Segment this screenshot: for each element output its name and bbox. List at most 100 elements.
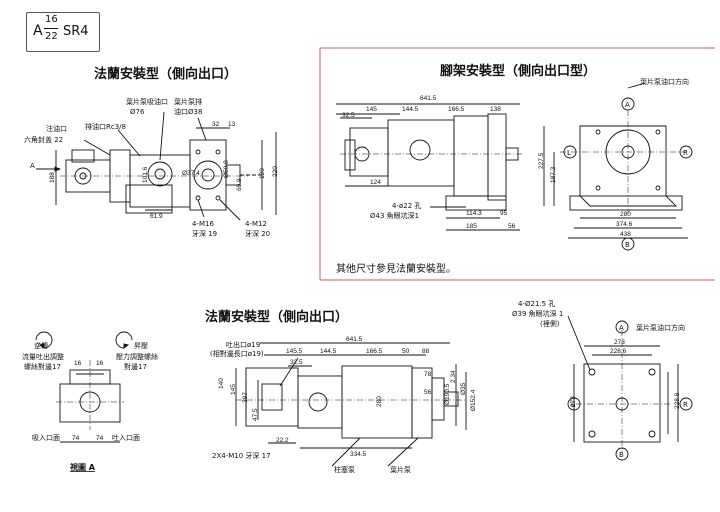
dim-220: 220 — [272, 166, 279, 177]
top-left-pump-drawing — [36, 111, 277, 221]
bottom-outlet-1: 吐出口ø19 — [226, 340, 260, 349]
view-a-press-2: 對邊17 — [124, 362, 147, 371]
inlet-label-1: 注油口 — [46, 124, 67, 133]
bottom-dim-47-5: 47.5 — [252, 408, 259, 421]
dim-37-4: Ø37.4 — [182, 170, 200, 177]
dim-188: 188 — [49, 172, 56, 183]
foot-dim-145: 145 — [366, 106, 377, 113]
foot-side-labels: 641.5 145 144.5 166.5 138 32.5 124 114.3… — [342, 95, 516, 230]
view-a-flow-2: 螺絲對邊17 — [24, 362, 61, 371]
bottom-vane: 葉片泵 — [390, 465, 411, 474]
model-prefix: A — [33, 23, 43, 39]
drain-label: 排油口Rc3/8 — [85, 122, 126, 131]
foot-dim-185: 185 — [466, 223, 477, 230]
bottom-dim-280: 280 — [376, 396, 383, 407]
bottom-dim-641-5: 641.5 — [346, 336, 363, 343]
view-a-press-1: 壓力調整螺絲 — [116, 352, 158, 361]
foot-dim-56: 56 — [508, 223, 516, 230]
right-flange-face-labels: 4-Ø21.5 孔 Ø39 魚眼坑深 1 (裡側) 葉片泵油口方向 A L R … — [512, 300, 688, 459]
foot-dim-138: 138 — [490, 106, 501, 113]
dim-50-8: Ø50.8 — [223, 160, 230, 178]
foot-section-frame — [319, 47, 715, 281]
foot-dim-144-5: 144.5 — [402, 106, 419, 113]
bottom-flange-drawing — [235, 342, 467, 467]
foot-dim-124: 124 — [370, 179, 381, 186]
view-a-dim-74a: 74 — [72, 435, 80, 442]
dim-13: 13 — [228, 121, 236, 128]
foot-note: 其他尺寸參見法蘭安裝型。 — [336, 264, 456, 275]
dim-120: 120 — [259, 168, 266, 179]
bottom-dim-190-5: Ø190.5 — [444, 383, 451, 405]
foot-side-drawing — [336, 103, 522, 231]
dim-69-9: 69.9 — [236, 178, 243, 191]
view-a-labels: 逆轉 昇壓 流量吐出調整 螺絲對邊17 壓力調整螺絲 對邊17 16 16 吸入… — [22, 341, 158, 472]
inlet-label-2: 六角封盖 22 — [24, 135, 63, 144]
foot-dim-641-5: 641.5 — [420, 95, 437, 102]
view-a-dim-74b: 74 — [96, 435, 104, 442]
foot-dim-280: 280 — [620, 211, 631, 218]
foot-circ-l: L — [567, 149, 571, 157]
view-a-dim-16a: 16 — [74, 360, 82, 367]
right-dim-228-6-h: 228.6 — [610, 348, 627, 355]
view-a-ccw: 逆轉 — [34, 341, 48, 350]
bottom-dim-35: Ø35 — [460, 382, 467, 395]
title-flange-bottom: 法蘭安裝型（側向出口） — [205, 310, 349, 325]
model-lower: 22 — [45, 31, 58, 42]
model-upper: 16 — [45, 14, 58, 25]
foot-dim-187-3: 187.3 — [550, 166, 557, 183]
view-a-inlet: 吸入口面 — [32, 434, 60, 442]
m16-label-1: 4-M16 — [192, 220, 214, 228]
right-circ-b: B — [619, 451, 624, 459]
bottom-dim-56: 56 — [424, 389, 432, 396]
view-a-flow-1: 流量吐出調整 — [22, 352, 64, 361]
bottom-dim-166-5: 166.5 — [366, 348, 383, 355]
bottom-m10: 2X4-M10 牙深 17 — [212, 451, 271, 460]
bottom-dim-334-5: 334.5 — [350, 451, 367, 458]
foot-circ-a: A — [625, 101, 630, 109]
foot-hole-label-2: Ø43 魚眼坑深1 — [370, 211, 419, 220]
title-foot: 腳架安裝型（側向出口型） — [440, 64, 597, 79]
bottom-dim-50: 50 — [402, 348, 410, 355]
dim-61-9: 61.9 — [150, 213, 163, 220]
right-arrow-note: 葉片泵油口方向 — [636, 323, 685, 332]
foot-front-drawing — [543, 83, 693, 251]
view-a-outlet: 吐入口面 — [112, 433, 140, 442]
foot-arrow-note: 葉片泵油口方向 — [640, 77, 689, 86]
bottom-dim-22-2: 22.2 — [276, 437, 289, 444]
model-code-box — [26, 12, 100, 52]
view-a-drawing — [35, 331, 133, 443]
foot-dim-166-5: 166.5 — [448, 106, 465, 113]
foot-dim-95: 95 — [500, 210, 508, 217]
discharge-label-2: 油口Ø38 — [174, 107, 202, 116]
view-a-cw: 昇壓 — [134, 342, 148, 350]
foot-hole-label-1: 4-ø22 孔 — [392, 202, 421, 210]
m12-label-1: 4-M12 — [245, 220, 267, 228]
bottom-flange-labels: 吐出口ø19 (相對邊長口ø19) 2X4-M10 牙深 17 柱塞泵 葉片泵 … — [210, 336, 477, 474]
m16-label-2: 牙深 19 — [192, 229, 217, 238]
discharge-label-1: 葉片泵排 — [174, 97, 202, 106]
suction-label-1: 葉片泵吸油口 — [126, 97, 168, 106]
foot-dim-374-6: 374.6 — [616, 221, 633, 228]
bottom-dim-152-4: Ø152.4 — [470, 389, 477, 411]
suction-label-2: Ø76 — [130, 108, 145, 116]
bottom-outlet-2: (相對邊長口ø19) — [210, 349, 264, 358]
right-circ-r: R — [683, 401, 688, 409]
title-flange-top: 法蘭安裝型（側向出口） — [94, 67, 238, 82]
bottom-piston: 柱塞泵 — [334, 465, 355, 474]
dim-101-6: 101.6 — [142, 166, 149, 183]
arrow-a-label: A — [30, 162, 35, 170]
m12-label-2: 牙深 20 — [245, 229, 270, 238]
right-circ-a: A — [619, 324, 624, 332]
bottom-dim-78: 78 — [424, 371, 432, 378]
foot-dim-227-5: 227.5 — [538, 152, 545, 169]
foot-circ-r: R — [683, 149, 688, 157]
model-fraction-line — [44, 28, 58, 29]
foot-front-labels: 葉片泵油口方向 A L R B 280 374.6 438 227.5 187.… — [538, 77, 689, 249]
bottom-dim-397: 397 — [242, 392, 249, 403]
dim-32: 32 — [212, 121, 220, 128]
foot-circ-b: B — [625, 241, 630, 249]
right-hole-3: (裡側) — [540, 319, 560, 328]
right-flange-face-drawing — [567, 315, 693, 461]
right-hole-2: Ø39 魚眼坑深 1 — [512, 309, 563, 318]
